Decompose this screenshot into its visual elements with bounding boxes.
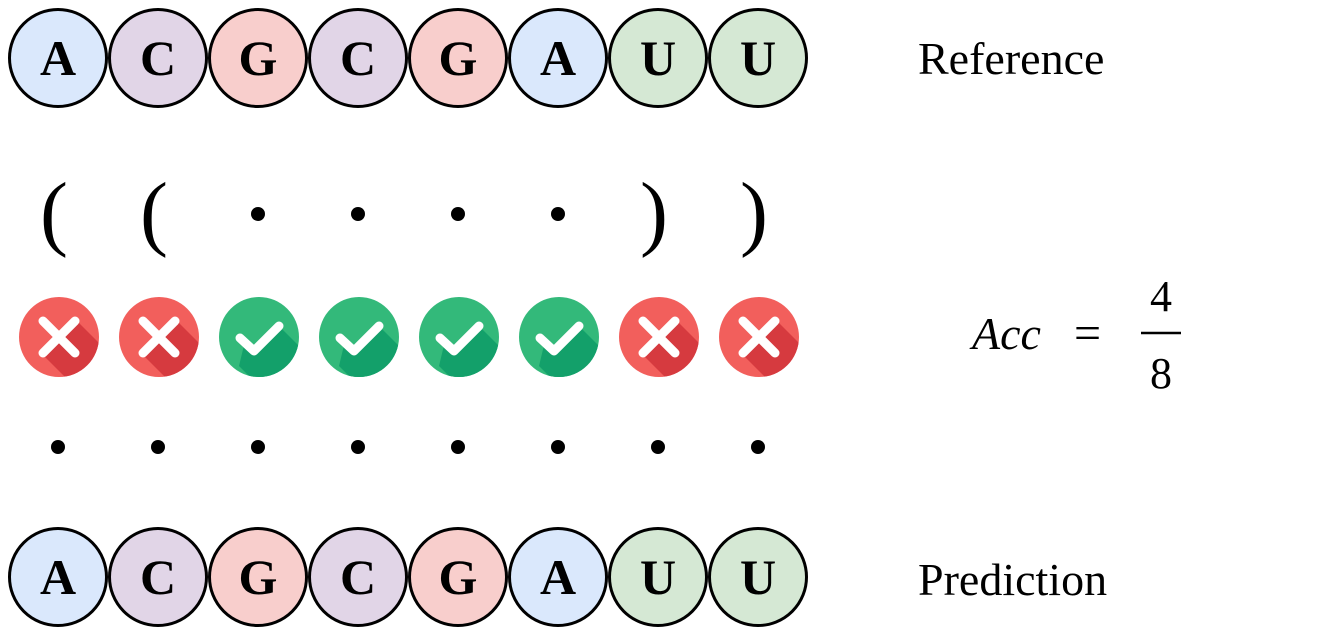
cross-icon	[19, 297, 99, 377]
ref-structure-bracket-8: )	[740, 166, 768, 259]
accuracy-equals: =	[1074, 307, 1101, 360]
ref-base-7: U	[608, 8, 708, 108]
base-circle	[408, 8, 508, 108]
base-circle	[108, 527, 208, 627]
reference-label: Reference	[918, 33, 1104, 84]
ref-structure-bracket-7: )	[640, 166, 668, 259]
pred-structure-dot-3	[251, 440, 265, 454]
base-letter: C	[340, 549, 376, 605]
ref-structure-bracket-2: (	[140, 166, 168, 259]
pred-structure-dot-8	[751, 440, 765, 454]
base-circle	[708, 8, 808, 108]
base-letter: G	[439, 549, 478, 605]
base-letter: C	[140, 549, 176, 605]
accuracy-numerator: 4	[1150, 272, 1172, 321]
accuracy-formula: Acc = 4 8	[969, 272, 1181, 398]
base-circle	[108, 8, 208, 108]
base-letter: A	[40, 549, 76, 605]
check-icon	[319, 297, 399, 377]
base-circle	[408, 527, 508, 627]
pred-structure-dot-7	[651, 440, 665, 454]
check-icon	[519, 297, 599, 377]
pred-base-7: U	[608, 527, 708, 627]
prediction-structure	[51, 440, 765, 454]
base-circle	[208, 8, 308, 108]
prediction-label: Prediction	[918, 554, 1107, 605]
base-circle	[308, 8, 408, 108]
ref-structure-bracket-1: (	[40, 166, 68, 259]
pred-base-3: G	[208, 527, 308, 627]
reference-structure: ( ())	[40, 166, 768, 259]
base-circle	[708, 527, 808, 627]
pred-structure-dot-1	[51, 440, 65, 454]
ref-base-8: U	[708, 8, 808, 108]
base-letter: C	[340, 30, 376, 86]
pred-base-6: A	[508, 527, 608, 627]
base-letter: C	[140, 30, 176, 86]
pred-structure-dot-2	[151, 440, 165, 454]
base-circle	[308, 527, 408, 627]
pred-structure-dot-6	[551, 440, 565, 454]
ref-base-4: C	[308, 8, 408, 108]
pred-base-1: A	[8, 527, 108, 627]
base-letter: U	[740, 30, 776, 86]
base-circle	[508, 8, 608, 108]
comparison-row	[19, 297, 799, 377]
ref-base-6: A	[508, 8, 608, 108]
cross-icon	[119, 297, 199, 377]
base-letter: G	[239, 549, 278, 605]
base-letter: U	[740, 549, 776, 605]
pred-structure-dot-5	[451, 440, 465, 454]
check-icon	[419, 297, 499, 377]
pred-base-5: G	[408, 527, 508, 627]
base-circle	[508, 527, 608, 627]
check-icon	[219, 297, 299, 377]
base-letter: A	[540, 30, 576, 86]
base-letter: A	[40, 30, 76, 86]
base-letter: A	[540, 549, 576, 605]
accuracy-denominator: 8	[1150, 349, 1172, 398]
base-letter: G	[439, 30, 478, 86]
base-circle	[608, 527, 708, 627]
ref-structure-dot-3	[251, 207, 265, 221]
pred-base-8: U	[708, 527, 808, 627]
ref-base-2: C	[108, 8, 208, 108]
ref-base-3: G	[208, 8, 308, 108]
ref-base-5: G	[408, 8, 508, 108]
cross-icon	[619, 297, 699, 377]
base-circle	[8, 8, 108, 108]
base-circle	[208, 527, 308, 627]
ref-structure-dot-5	[451, 207, 465, 221]
cross-icon	[719, 297, 799, 377]
accuracy-lhs: Acc	[969, 308, 1041, 359]
base-circle	[8, 527, 108, 627]
ref-base-1: A	[8, 8, 108, 108]
pred-base-2: C	[108, 527, 208, 627]
base-circle	[608, 8, 708, 108]
base-letter: G	[239, 30, 278, 86]
pred-base-4: C	[308, 527, 408, 627]
ref-structure-dot-4	[351, 207, 365, 221]
ref-structure-dot-6	[551, 207, 565, 221]
pred-structure-dot-4	[351, 440, 365, 454]
base-letter: U	[640, 549, 676, 605]
base-letter: U	[640, 30, 676, 86]
